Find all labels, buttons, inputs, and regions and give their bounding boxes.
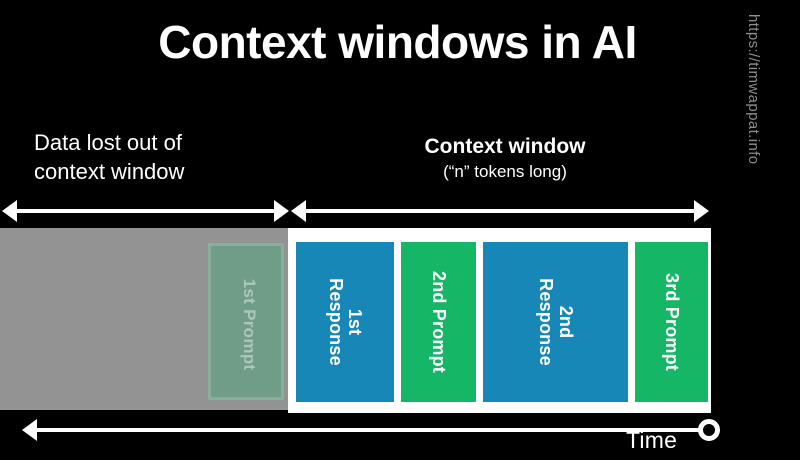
token-block-label: 2nd Prompt xyxy=(401,242,476,402)
token-block-label: 3rd Prompt xyxy=(635,242,708,402)
time-axis-label: Time xyxy=(626,427,678,453)
label-context-window-subtitle: (“n” tokens long) xyxy=(443,162,567,182)
token-block-label-line: Response xyxy=(326,278,346,366)
time-axis xyxy=(22,419,720,441)
block-faded-1st-prompt-label: 1st Prompt xyxy=(240,278,259,371)
token-block-3rd-prompt: 3rd Prompt xyxy=(635,242,708,402)
time-axis-endpoint-dot-icon xyxy=(698,419,720,441)
arrow-head-left-icon xyxy=(22,419,37,441)
arrow-shaft xyxy=(14,209,277,213)
page-title: Context windows in AI xyxy=(158,16,637,68)
block-faded-1st-prompt: 1st Prompt xyxy=(208,243,284,400)
token-block-label-line: 2nd Prompt xyxy=(429,270,449,373)
label-context-window: Context window (“n” tokens long) xyxy=(300,134,710,184)
token-block-label-line: 1st xyxy=(345,308,366,336)
arrow-head-right-icon xyxy=(274,200,289,222)
token-block-label-line: 3rd Prompt xyxy=(662,272,682,371)
token-block-label-line: 2nd xyxy=(555,305,576,339)
arrow-head-left-icon xyxy=(2,200,17,222)
token-block-2nd-prompt: 2nd Prompt xyxy=(401,242,476,402)
arrow-shaft xyxy=(303,209,697,213)
measure-arrow-context-window xyxy=(291,200,709,222)
region-data-lost xyxy=(0,228,288,410)
label-data-lost-line2: context window xyxy=(34,159,185,185)
label-context-window-title: Context window xyxy=(424,135,586,158)
arrow-shaft xyxy=(34,428,709,432)
token-block-label-line: Response xyxy=(536,278,557,366)
arrow-head-left-icon xyxy=(291,200,306,222)
label-data-lost: Data lost out of context window xyxy=(34,128,294,186)
measure-arrow-data-lost xyxy=(2,200,289,222)
arrow-head-right-icon xyxy=(694,200,709,222)
label-data-lost-line1: Data lost out of xyxy=(34,130,182,155)
watermark-url: https://timwappat.info xyxy=(745,14,762,165)
